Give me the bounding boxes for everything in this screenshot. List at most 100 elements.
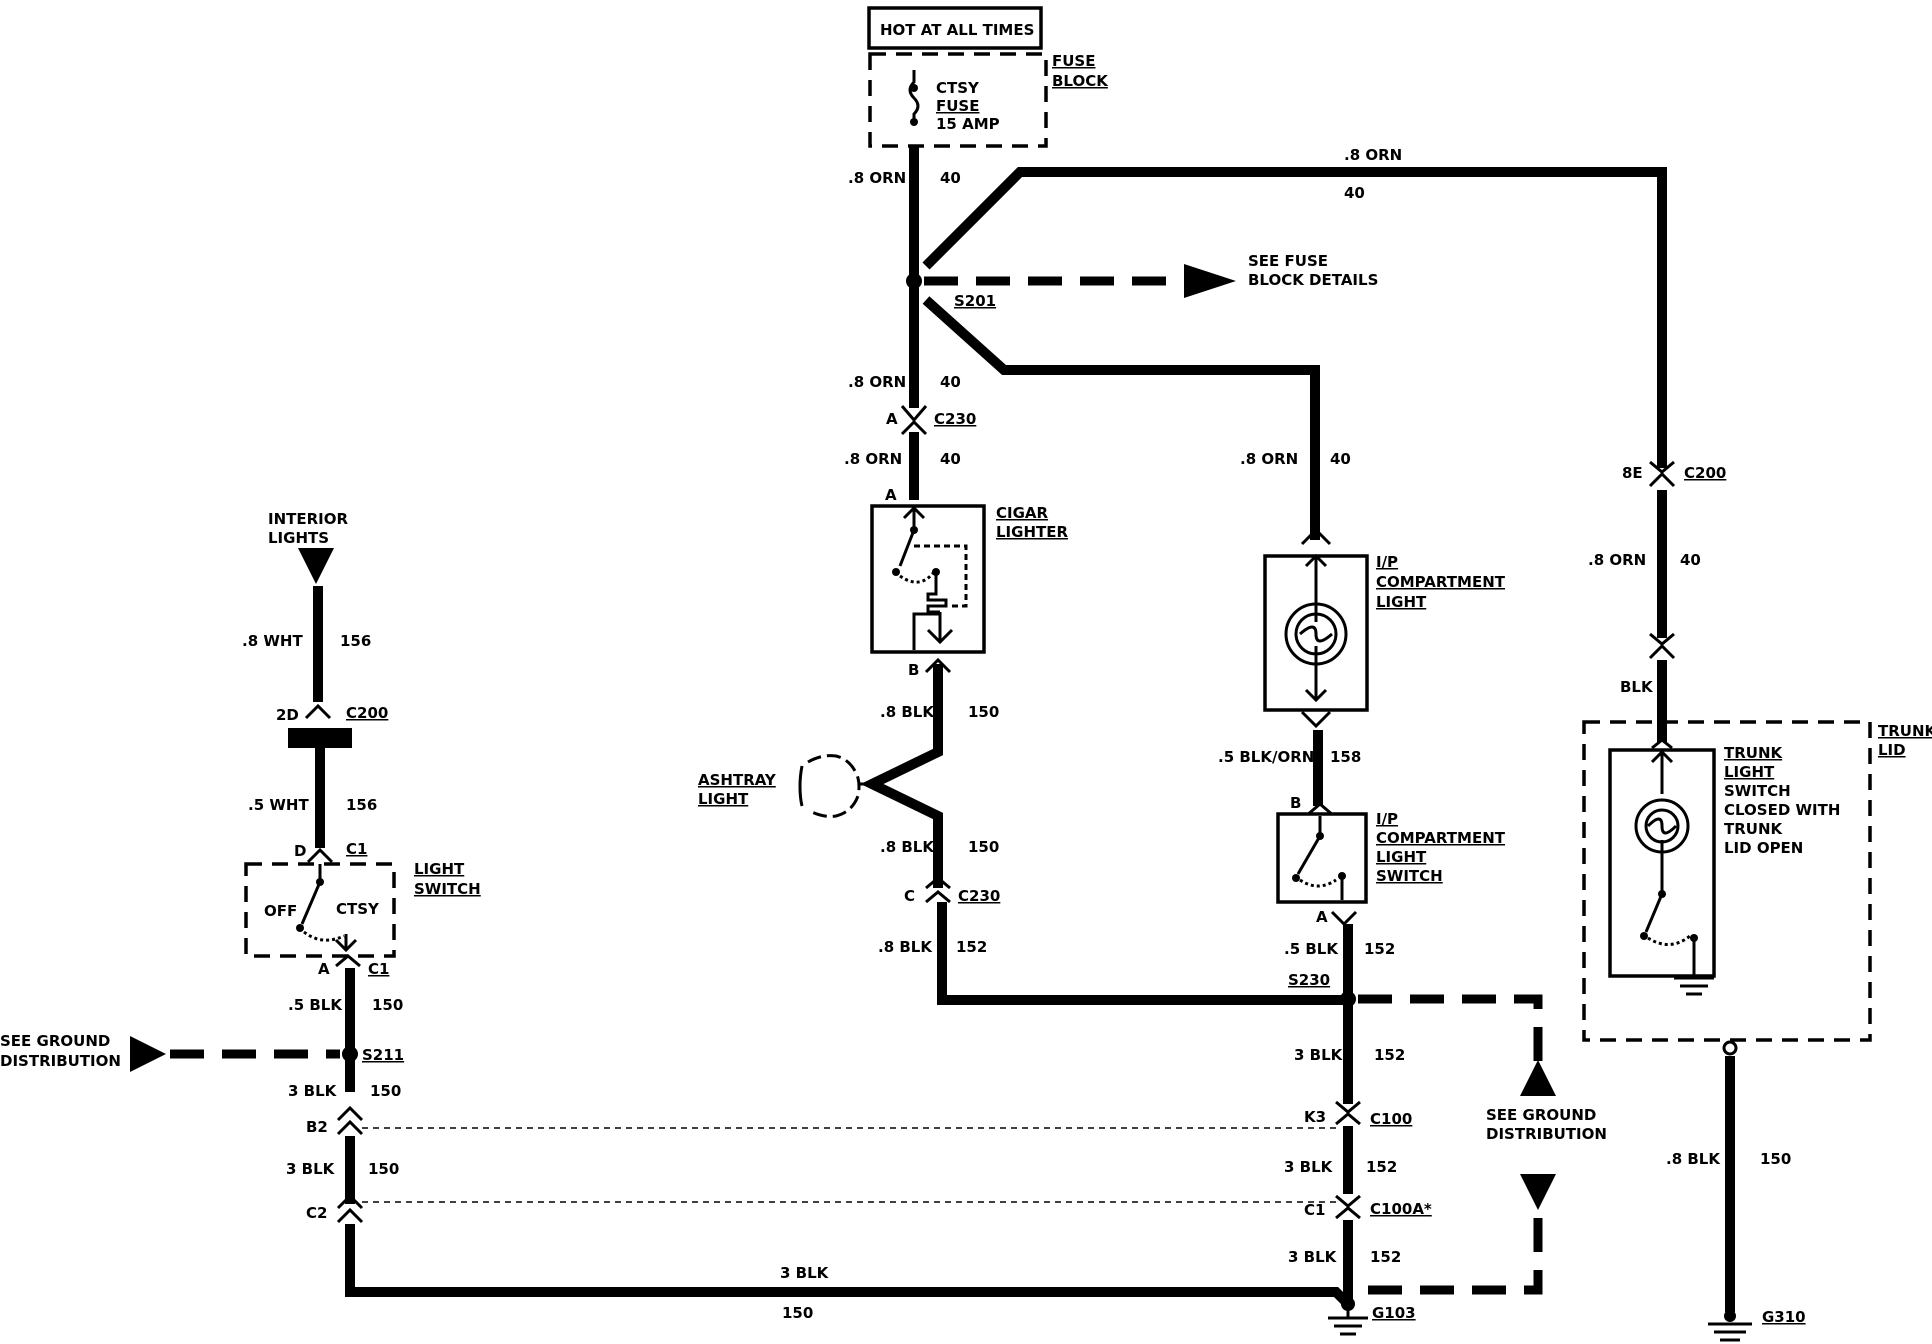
fuse-name-2: FUSE bbox=[936, 97, 979, 115]
ip-switch-label-3: LIGHT bbox=[1376, 848, 1427, 866]
splice-s201-dot bbox=[906, 273, 922, 289]
c1-label-top: C1 bbox=[346, 840, 367, 858]
c100-out-gauge: 3 BLK bbox=[1284, 1158, 1334, 1176]
c200-out-circuit: 156 bbox=[346, 796, 377, 814]
c230-label-top: C230 bbox=[934, 410, 976, 428]
ground-left-label-1: SEE GROUND bbox=[0, 1032, 110, 1050]
bottom-gauge: 3 BLK bbox=[780, 1264, 830, 1282]
ip-switch-pin-b: B bbox=[1290, 794, 1301, 812]
splice-s230-label: S230 bbox=[1288, 971, 1330, 989]
trunk-pin-blk: BLK bbox=[1620, 678, 1654, 696]
g310-label: G310 bbox=[1762, 1308, 1806, 1326]
bottom-circuit: 150 bbox=[782, 1304, 813, 1322]
cigar-label-2: LIGHTER bbox=[996, 523, 1068, 541]
splice-s230-dot bbox=[1340, 991, 1356, 1007]
fuse-out-gauge: .8 ORN bbox=[848, 169, 906, 187]
c200-pin-8e: 8E bbox=[1622, 464, 1643, 482]
ground-right-label-1: SEE GROUND bbox=[1486, 1106, 1596, 1124]
cigar-pin-b: B bbox=[908, 661, 919, 679]
ground-g310 bbox=[1708, 1310, 1752, 1342]
trunk-switch-label-3: SWITCH bbox=[1724, 782, 1791, 800]
off-label: OFF bbox=[264, 902, 297, 920]
ip-light-label-2: COMPARTMENT bbox=[1376, 573, 1506, 591]
splice-s211-dot bbox=[342, 1046, 358, 1062]
ip-feed-gauge: .8 ORN bbox=[1240, 450, 1298, 468]
c100a-pin-c2: C2 bbox=[306, 1204, 327, 1222]
fuse-out-circuit: 40 bbox=[940, 169, 961, 187]
feed-wires bbox=[909, 146, 1667, 742]
ip-light-out-gauge: .5 BLK/ORN bbox=[1218, 748, 1314, 766]
trunk-lid-label-2: LID bbox=[1878, 741, 1906, 759]
c230c-out-circuit: 152 bbox=[956, 938, 987, 956]
trunk-ground-terminal bbox=[1722, 1040, 1738, 1056]
c230a-out-circuit: 40 bbox=[940, 450, 961, 468]
trunk-switch-label-4: CLOSED WITH bbox=[1724, 801, 1840, 819]
c100-out-circuit: 152 bbox=[1366, 1158, 1397, 1176]
b2-out-circuit: 150 bbox=[368, 1160, 399, 1178]
c1-pin-d: D bbox=[294, 842, 306, 860]
c230-pin-a: A bbox=[886, 410, 898, 428]
c230c-out-gauge: .8 BLK bbox=[878, 938, 933, 956]
interior-lights-label-1: INTERIOR bbox=[268, 510, 348, 528]
c230a-out-gauge: .8 ORN bbox=[844, 450, 902, 468]
connector-c200-8e bbox=[1648, 460, 1676, 488]
connector-c100-b2 bbox=[336, 1105, 364, 1136]
fuse-rating: 15 AMP bbox=[936, 115, 1000, 133]
ashtray-light bbox=[798, 754, 876, 818]
cigar-label-1: CIGAR bbox=[996, 504, 1049, 522]
ls-out-circuit: 150 bbox=[372, 996, 403, 1014]
c200-out-gauge: .5 WHT bbox=[248, 796, 309, 814]
c100-pin-k3: K3 bbox=[1304, 1108, 1326, 1126]
ashtray-label-2: LIGHT bbox=[698, 790, 749, 808]
c100-pin-b2: B2 bbox=[306, 1118, 328, 1136]
c230a-in-circuit: 40 bbox=[940, 373, 961, 391]
c200-pin-2d: 2D bbox=[276, 706, 299, 724]
c230-label-bottom: C230 bbox=[958, 887, 1000, 905]
ip-switch-label-4: SWITCH bbox=[1376, 867, 1443, 885]
ip-switch-out-gauge: .5 BLK bbox=[1284, 940, 1339, 958]
light-switch-label-2: SWITCH bbox=[414, 880, 481, 898]
trunk-switch-label-1: TRUNK bbox=[1724, 744, 1784, 762]
trunk-feed-gauge: .8 ORN bbox=[1588, 551, 1646, 569]
c1-pin-a: A bbox=[318, 960, 330, 978]
trunk-lid bbox=[1582, 720, 1872, 1042]
fuse-name-1: CTSY bbox=[936, 79, 980, 97]
b2-out-gauge: 3 BLK bbox=[286, 1160, 336, 1178]
c230a-in-gauge: .8 ORN bbox=[848, 373, 906, 391]
cigar-pin-a: A bbox=[885, 486, 897, 504]
c100a-pin-c1: C1 bbox=[1304, 1201, 1325, 1219]
ashtray-out-circuit: 150 bbox=[968, 838, 999, 856]
c1-label-bottom: C1 bbox=[368, 960, 389, 978]
c100-label: C100 bbox=[1370, 1110, 1412, 1128]
fuse-block: CTSY FUSE 15 AMP FUSE BLOCK bbox=[868, 52, 1109, 148]
interior-gauge: .8 WHT bbox=[242, 632, 303, 650]
c100a-out-circuit: 152 bbox=[1370, 1248, 1401, 1266]
ip-light-out-circuit: 158 bbox=[1330, 748, 1361, 766]
ip-feed-circuit: 40 bbox=[1330, 450, 1351, 468]
trunk-switch-label-2: LIGHT bbox=[1724, 763, 1775, 781]
ashtray-out-gauge: .8 BLK bbox=[880, 838, 935, 856]
top-gauge: .8 ORN bbox=[1344, 146, 1402, 164]
ip-switch-out-circuit: 152 bbox=[1364, 940, 1395, 958]
connector-c230-a bbox=[900, 405, 928, 436]
fuse-details-label-2: BLOCK DETAILS bbox=[1248, 271, 1378, 289]
see-fuse-block-details: SEE FUSE BLOCK DETAILS bbox=[924, 252, 1378, 298]
cigar-lighter bbox=[870, 504, 986, 654]
fuse-block-label-2: BLOCK bbox=[1052, 72, 1109, 90]
interior-lights-label-2: LIGHTS bbox=[268, 529, 329, 547]
ip-compartment-light-switch bbox=[1276, 802, 1368, 927]
connector-c200-2d bbox=[288, 703, 352, 748]
g310-gauge: .8 BLK bbox=[1666, 1150, 1721, 1168]
c100a-out-gauge: 3 BLK bbox=[1288, 1248, 1338, 1266]
cigar-out-gauge: .8 BLK bbox=[880, 703, 935, 721]
ip-compartment-light bbox=[1263, 527, 1369, 729]
c200-label-left: C200 bbox=[346, 704, 388, 722]
ls-out-gauge: .5 BLK bbox=[288, 996, 343, 1014]
light-switch-label-1: LIGHT bbox=[414, 860, 465, 878]
c200-label-right: C200 bbox=[1684, 464, 1726, 482]
ip-switch-pin-a: A bbox=[1316, 908, 1328, 926]
connector-trunk-blk bbox=[1648, 632, 1676, 660]
fuse-block-label-1: FUSE bbox=[1052, 52, 1095, 70]
s211-out-circuit: 150 bbox=[370, 1082, 401, 1100]
